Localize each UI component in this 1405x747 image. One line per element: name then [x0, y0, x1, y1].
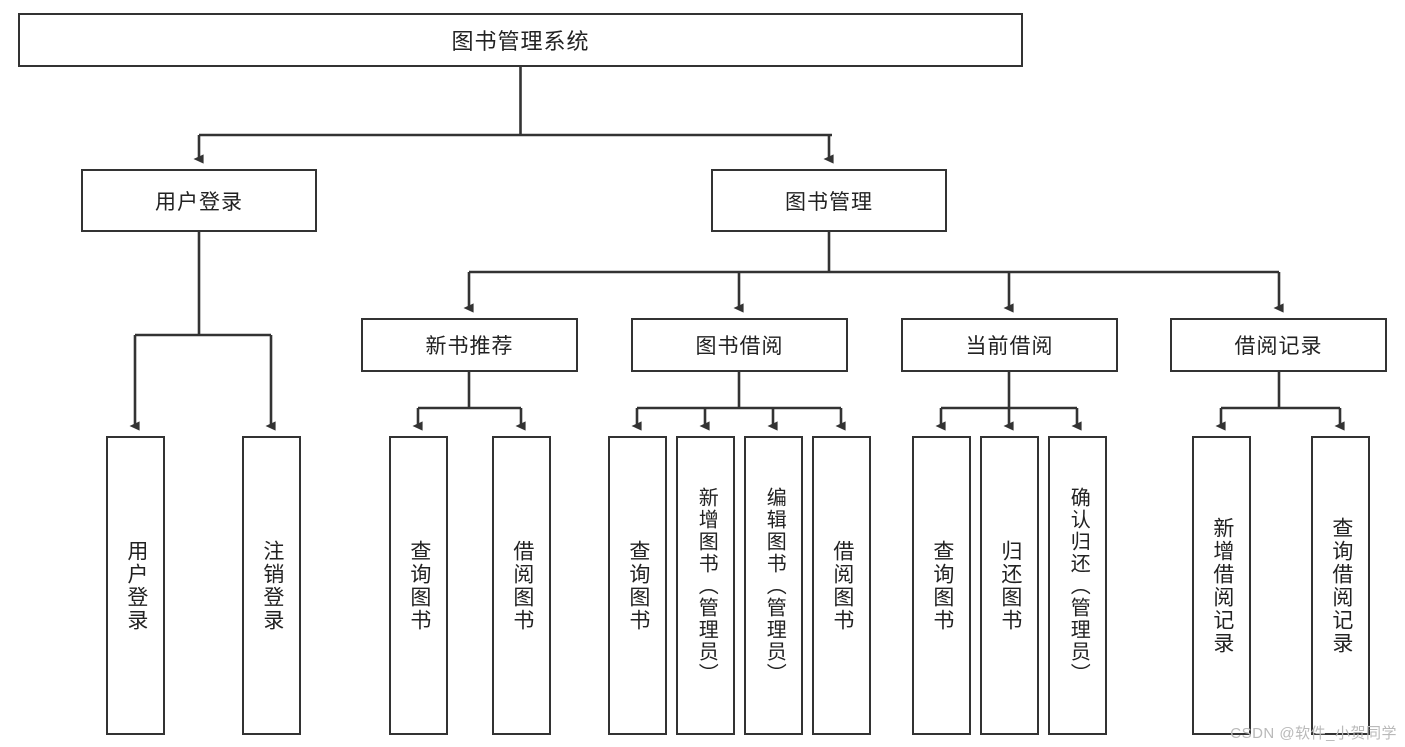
leaf-borrow-borrow-book-label: 借阅图书 — [830, 539, 854, 632]
node-book-borrow-label: 图书借阅 — [695, 335, 784, 358]
leaf-borrow-query-book-label: 查询图书 — [626, 539, 650, 632]
leaf-borrow-add-book-admin[interactable]: 新增图书（管理员） — [676, 436, 735, 735]
leaf-newbook-borrow-book[interactable]: 借阅图书 — [492, 436, 551, 735]
leaf-records-add-record[interactable]: 新增借阅记录 — [1192, 436, 1251, 735]
node-new-book-recommend[interactable]: 新书推荐 — [361, 318, 578, 372]
leaf-logout[interactable]: 注销登录 — [242, 436, 301, 735]
node-new-book-recommend-label: 新书推荐 — [425, 335, 514, 358]
node-root[interactable]: 图书管理系统 — [18, 13, 1023, 67]
leaf-borrow-query-book[interactable]: 查询图书 — [608, 436, 667, 735]
node-borrow-records-label: 借阅记录 — [1234, 335, 1323, 358]
leaf-borrow-borrow-book[interactable]: 借阅图书 — [812, 436, 871, 735]
leaf-records-query-record-label: 查询借阅记录 — [1329, 516, 1353, 655]
leaf-current-return-book-label: 归还图书 — [998, 539, 1022, 632]
leaf-records-query-record[interactable]: 查询借阅记录 — [1311, 436, 1370, 735]
leaf-newbook-borrow-book-label: 借阅图书 — [510, 539, 534, 632]
node-book-borrow[interactable]: 图书借阅 — [631, 318, 848, 372]
leaf-borrow-add-book-admin-label: 新增图书（管理员） — [695, 486, 718, 685]
leaf-user-login[interactable]: 用户登录 — [106, 436, 165, 735]
leaf-borrow-edit-book-admin[interactable]: 编辑图书（管理员） — [744, 436, 803, 735]
leaf-current-return-book[interactable]: 归还图书 — [980, 436, 1039, 735]
leaf-current-confirm-return-admin-label: 确认归还（管理员） — [1067, 486, 1090, 685]
leaf-borrow-edit-book-admin-label: 编辑图书（管理员） — [763, 486, 786, 685]
node-current-borrow[interactable]: 当前借阅 — [901, 318, 1118, 372]
leaf-current-confirm-return-admin[interactable]: 确认归还（管理员） — [1048, 436, 1107, 735]
node-user-login[interactable]: 用户登录 — [81, 169, 317, 232]
node-user-login-label: 用户登录 — [155, 190, 243, 214]
node-book-management[interactable]: 图书管理 — [711, 169, 947, 232]
node-book-management-label: 图书管理 — [785, 190, 873, 214]
leaf-logout-label: 注销登录 — [260, 539, 284, 632]
leaf-records-add-record-label: 新增借阅记录 — [1210, 516, 1234, 655]
leaf-user-login-label: 用户登录 — [124, 539, 148, 632]
node-current-borrow-label: 当前借阅 — [965, 335, 1054, 358]
node-borrow-records[interactable]: 借阅记录 — [1170, 318, 1387, 372]
node-root-label: 图书管理系统 — [451, 29, 590, 54]
leaf-current-query-book[interactable]: 查询图书 — [912, 436, 971, 735]
leaf-current-query-book-label: 查询图书 — [930, 539, 954, 632]
leaf-newbook-query-book-label: 查询图书 — [407, 539, 431, 632]
leaf-newbook-query-book[interactable]: 查询图书 — [389, 436, 448, 735]
